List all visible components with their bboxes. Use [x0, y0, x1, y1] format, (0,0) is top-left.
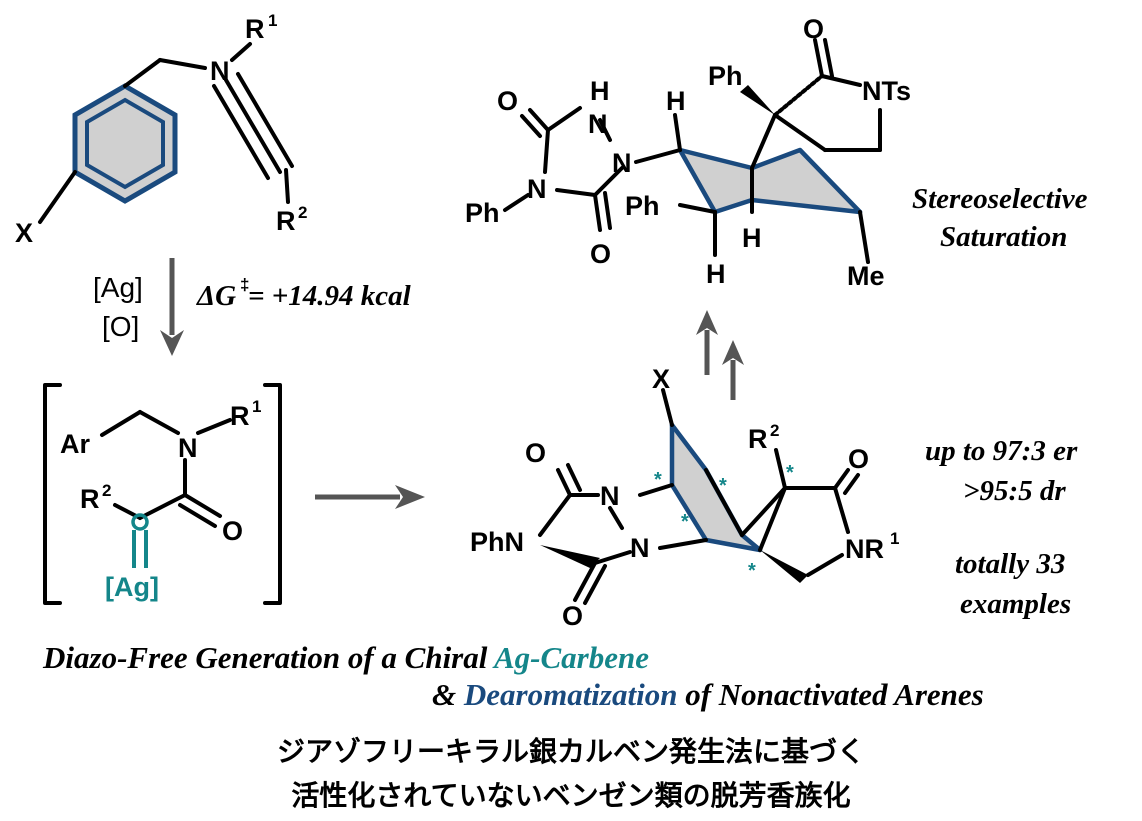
reagent-o: [O] [102, 311, 139, 342]
x-label: X [15, 218, 33, 248]
x-label: X [652, 364, 670, 394]
activation-energy-sup: ‡ [240, 275, 249, 294]
urazole-o-left: O [497, 86, 518, 116]
carbene-intermediate: Ar N R 1 R 2 O [Ag] [43, 383, 282, 605]
conditions-arrow: [Ag] [O] ΔG ‡ = +14.94 kcal [93, 258, 412, 356]
title-highlight-carbene: Ag-Carbene [492, 640, 649, 675]
r2-label: R [80, 484, 100, 514]
mid-h: H [742, 223, 762, 253]
ag-label: [Ag] [105, 572, 159, 602]
dr-label: >95:5 dr [963, 475, 1066, 507]
r1-label: R [230, 401, 250, 431]
stereo-star-2: * [719, 475, 727, 497]
me-label: Me [847, 261, 885, 291]
er-label: up to 97:3 er [925, 435, 1078, 467]
title-line-2: & Dearomatization of Nonactivated Arenes [432, 677, 984, 712]
urazole-n-top: N [600, 481, 620, 511]
examples-label-1: totally 33 [955, 548, 1065, 580]
ph-top: Ph [708, 61, 743, 91]
urazole-n-bottom: N [630, 533, 650, 563]
urazole-o-top: O [525, 438, 546, 468]
benzene-ring [72, 83, 178, 204]
nr1-label: NR [845, 534, 884, 564]
link-n: N [612, 148, 632, 178]
nts-label: NTs [862, 76, 911, 106]
ph-left: Ph [465, 198, 500, 228]
r2-sup: 2 [298, 203, 307, 222]
benzene-inner-ring [85, 97, 165, 190]
urazole-n: N [527, 174, 547, 204]
saturation-label-2: Saturation [940, 221, 1067, 253]
activation-energy-value: = +14.94 kcal [248, 280, 412, 312]
r1-sup: 1 [252, 397, 261, 416]
nr1-sup: 1 [890, 529, 899, 548]
title-line-1: Diazo-Free Generation of a Chiral Ag-Car… [42, 640, 649, 675]
nh-n: N [588, 109, 608, 139]
saturation-label-1: Stereoselective [912, 183, 1088, 215]
dearomatized-product: X R 2 O NR 1 N N O PhN O * * * * * [470, 364, 899, 631]
stereo-star-1: * [654, 469, 662, 491]
r2-label: R [748, 424, 768, 454]
title-line-2-prefix: & [432, 677, 464, 712]
japanese-title-1: ジアゾフリーキラル銀カルベン発生法に基づく [276, 735, 865, 768]
top-h: H [666, 86, 686, 116]
forward-arrow [315, 485, 425, 509]
ar-label: Ar [60, 429, 90, 459]
r2-sup: 2 [102, 481, 111, 500]
stereo-star-3: * [681, 511, 689, 533]
amide-n: N [178, 433, 198, 463]
saturation-arrows [696, 310, 744, 400]
left-bracket [43, 383, 62, 605]
ph-mid: Ph [625, 191, 660, 221]
urazole-o-bottom: O [590, 239, 611, 269]
lactam-o: O [848, 444, 869, 474]
title-line-2-suffix: of Nonactivated Arenes [677, 677, 983, 712]
bottom-h: H [706, 259, 726, 289]
stereo-star-4: * [786, 462, 794, 484]
right-bracket [263, 383, 282, 605]
japanese-title-2: 活性化されていないベンゼン類の脱芳香族化 [291, 779, 851, 812]
urazole-o-bottom: O [562, 601, 583, 631]
lactam-o: O [803, 14, 824, 44]
reagent-ag: [Ag] [93, 272, 143, 303]
r1-sup: 1 [268, 11, 277, 30]
annotations: Stereoselective Saturation up to 97:3 er… [912, 183, 1088, 620]
r2-sup: 2 [770, 421, 779, 440]
stereo-star-5: * [748, 560, 756, 582]
carbonyl-o: O [222, 516, 243, 546]
saturated-product: O Ph NTs O H N N H N Ph Ph O H H Me [465, 14, 911, 291]
nh-h: H [590, 76, 610, 106]
r1-label: R [245, 14, 265, 44]
activation-energy-prefix: ΔG [196, 280, 236, 312]
carbene-center [131, 513, 149, 531]
title-highlight-dearomatization: Dearomatization [463, 677, 678, 712]
r2-label: R [276, 206, 296, 236]
phn-label: PhN [470, 527, 524, 557]
title-line-1-text: Diazo-Free Generation of a Chiral [42, 640, 494, 675]
starting-material: N R 1 X R 2 [15, 11, 307, 248]
amine-n: N [210, 56, 230, 86]
examples-label-2: examples [960, 588, 1071, 620]
